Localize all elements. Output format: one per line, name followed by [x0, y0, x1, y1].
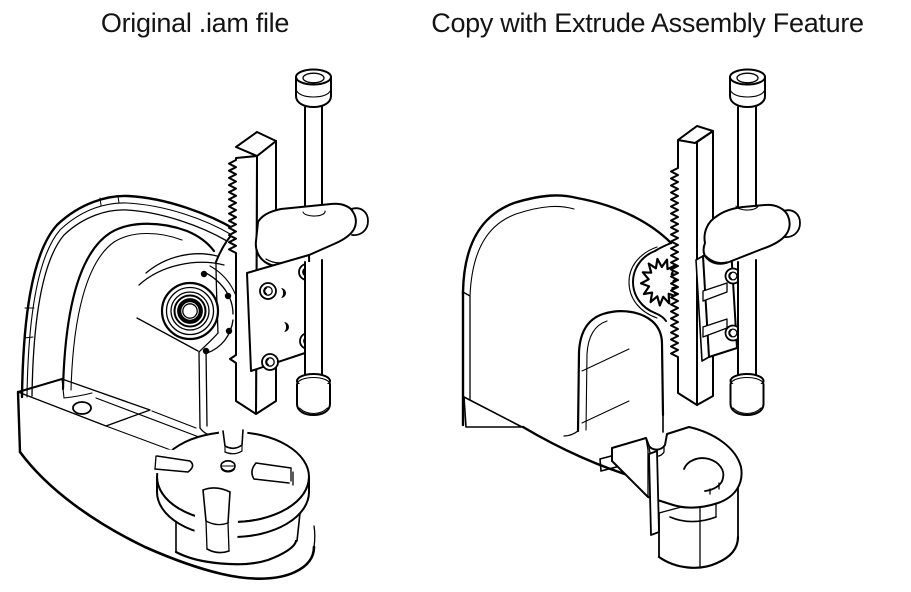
- sectioned-base: [599, 426, 743, 569]
- strip-bolts: [724, 267, 742, 342]
- handle-lower: [296, 259, 331, 416]
- arbor-press-extruded-drawing: [461, 68, 801, 569]
- sectioned-frame: [461, 194, 673, 481]
- handle-right: [729, 68, 766, 416]
- handle-collar: [254, 202, 369, 267]
- handle-collar-right: [702, 203, 801, 265]
- right-figure-caption: Copy with Extrude Assembly Feature: [431, 8, 864, 38]
- face-plate-strip: [695, 247, 742, 362]
- frame: [20, 194, 264, 436]
- table-plate: [149, 424, 310, 554]
- handle: [295, 68, 332, 215]
- left-figure-caption: Original .iam file: [100, 8, 290, 38]
- base: [16, 378, 316, 580]
- pinion-hub: [160, 265, 240, 355]
- arbor-press-original-drawing: [16, 68, 369, 580]
